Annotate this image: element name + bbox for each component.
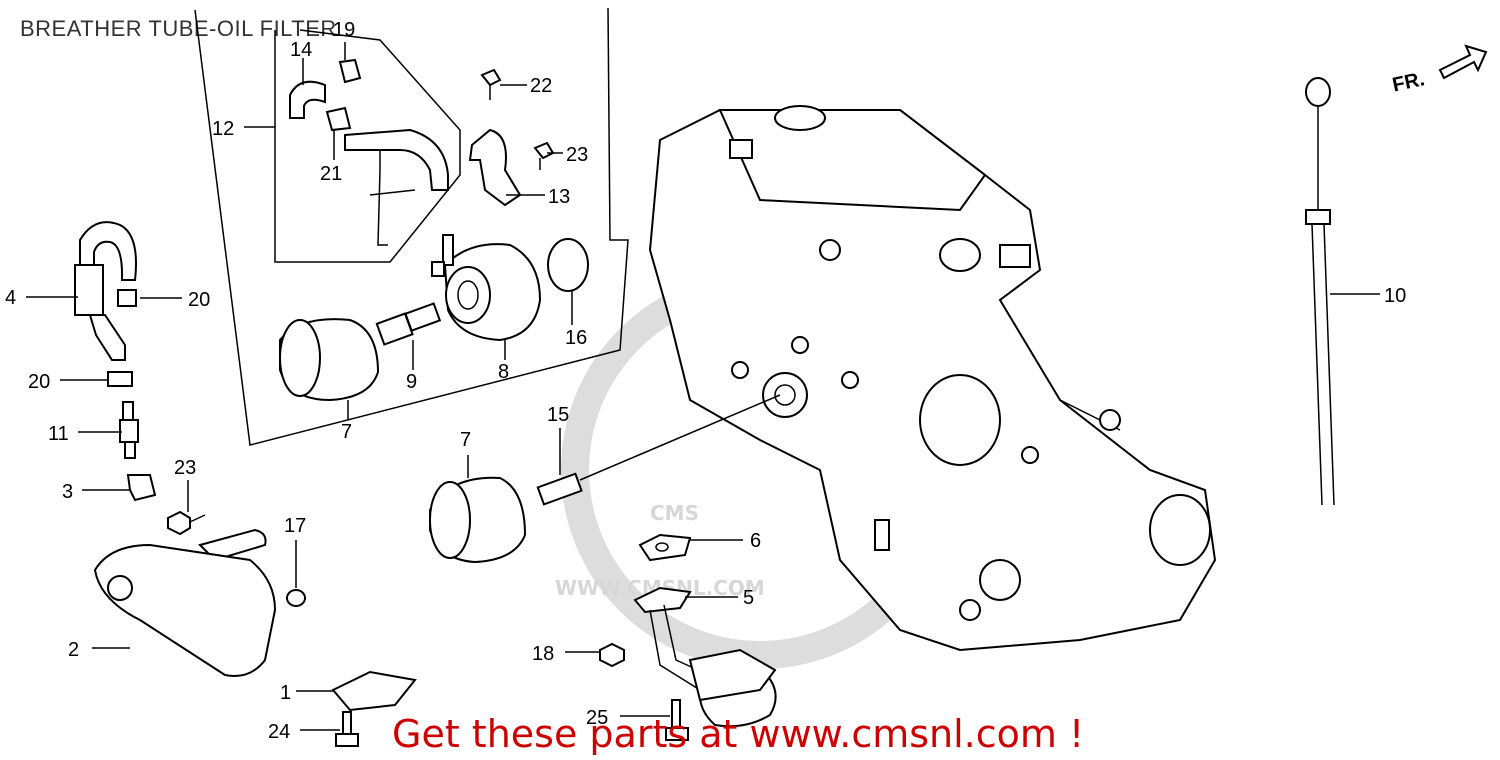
callout-13: 13 (548, 186, 570, 208)
callout-12: 12 (212, 118, 234, 140)
callout-3: 3 (62, 481, 73, 503)
callout-labels: 4 20 20 11 3 23 17 2 1 24 12 14 19 21 22… (5, 19, 1406, 743)
oil-strainer (633, 586, 777, 728)
bolt-24 (335, 711, 359, 747)
callout-23-upper: 23 (566, 144, 588, 166)
callout-9: 9 (406, 371, 417, 393)
callout-10: 10 (1384, 285, 1406, 307)
callout-16: 16 (565, 327, 587, 349)
callout-6: 6 (750, 530, 761, 552)
clamp-20a (117, 289, 137, 307)
callout-8: 8 (498, 361, 509, 383)
callout-11: 11 (48, 423, 69, 445)
callout-19: 19 (333, 19, 355, 41)
assembly-boundary (194, 7, 629, 446)
callout-7-lower: 7 (460, 429, 471, 451)
callout-24: 24 (268, 721, 290, 743)
callout-20a: 20 (188, 289, 210, 311)
front-label: FR. (1391, 68, 1427, 96)
oil-filter-upper (279, 318, 380, 402)
oil-filter-lower (429, 476, 527, 564)
breather-hose (289, 80, 449, 246)
clamp-20b (107, 371, 133, 387)
callout-25: 25 (586, 707, 608, 729)
breather-tube (74, 221, 137, 361)
callout-5: 5 (743, 587, 754, 609)
callout-23-lower: 23 (174, 457, 196, 479)
arrow-right-icon (1438, 44, 1488, 80)
callout-7-upper: 7 (341, 421, 352, 443)
stud-bolt (536, 472, 583, 506)
callout-22: 22 (530, 75, 552, 97)
nut (599, 642, 625, 668)
washer-17 (286, 589, 306, 607)
joint (119, 401, 139, 459)
callout-14: 14 (290, 39, 312, 61)
breather-chamber (93, 543, 277, 677)
filter-bolt (375, 302, 442, 346)
oil-filter-base (431, 234, 542, 342)
leader-lines (26, 42, 1380, 731)
watermark-logo: CMS (650, 501, 699, 525)
bolt-23-lower (167, 510, 206, 536)
clip-19 (338, 58, 362, 84)
grommet (126, 474, 157, 502)
callout-21: 21 (320, 163, 342, 185)
breather-bracket (468, 128, 522, 207)
callout-15: 15 (547, 404, 569, 426)
callout-4: 4 (5, 287, 16, 309)
bolt-23-upper (533, 141, 555, 170)
cmsnl-link[interactable]: Get these parts at www.cmsnl.com ! (392, 712, 1085, 756)
bolt-25 (665, 699, 689, 741)
diagram-title: BREATHER TUBE-OIL FILTER (20, 16, 337, 41)
engine-block-illustration (579, 105, 1217, 652)
bracket (198, 528, 267, 562)
callout-20b: 20 (28, 371, 50, 393)
callout-2: 2 (68, 639, 79, 661)
callout-17: 17 (284, 515, 306, 537)
o-ring (547, 238, 589, 292)
bolt-22 (480, 68, 502, 100)
gasket (638, 533, 692, 562)
clip-21 (325, 106, 352, 132)
callout-18: 18 (532, 643, 554, 665)
plate (331, 670, 417, 712)
dipstick (1305, 77, 1335, 506)
callout-1: 1 (280, 682, 291, 704)
front-direction-indicator: FR. (1391, 44, 1488, 96)
